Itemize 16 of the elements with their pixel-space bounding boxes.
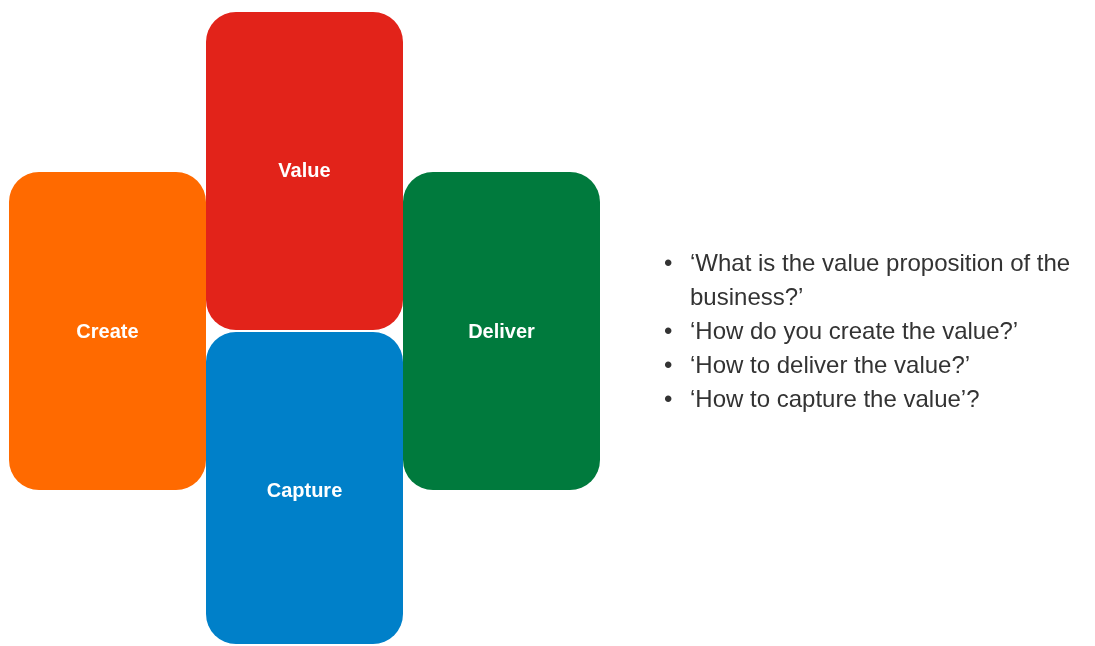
rounded-card	[9, 172, 206, 490]
question-text: ‘How do you create the value?’	[690, 316, 1020, 346]
card-title: Value	[278, 159, 331, 182]
question-text: ‘How to capture the value’?	[690, 384, 981, 414]
rounded-card	[403, 172, 600, 490]
question-text: ‘What is the value proposition of the business?’	[690, 248, 1072, 312]
bullet-mark: •	[664, 316, 674, 346]
bullet-mark: •	[664, 384, 674, 414]
rounded-card	[206, 12, 403, 330]
card-title: Create	[76, 319, 139, 343]
card-title: Deliver	[468, 319, 535, 343]
bullet-mark: •	[664, 248, 674, 278]
card-title: Capture	[266, 479, 343, 502]
rounded-card	[206, 332, 403, 644]
question-text: ‘How to deliver the value?’	[690, 350, 972, 380]
bullet-mark: •	[664, 350, 674, 380]
